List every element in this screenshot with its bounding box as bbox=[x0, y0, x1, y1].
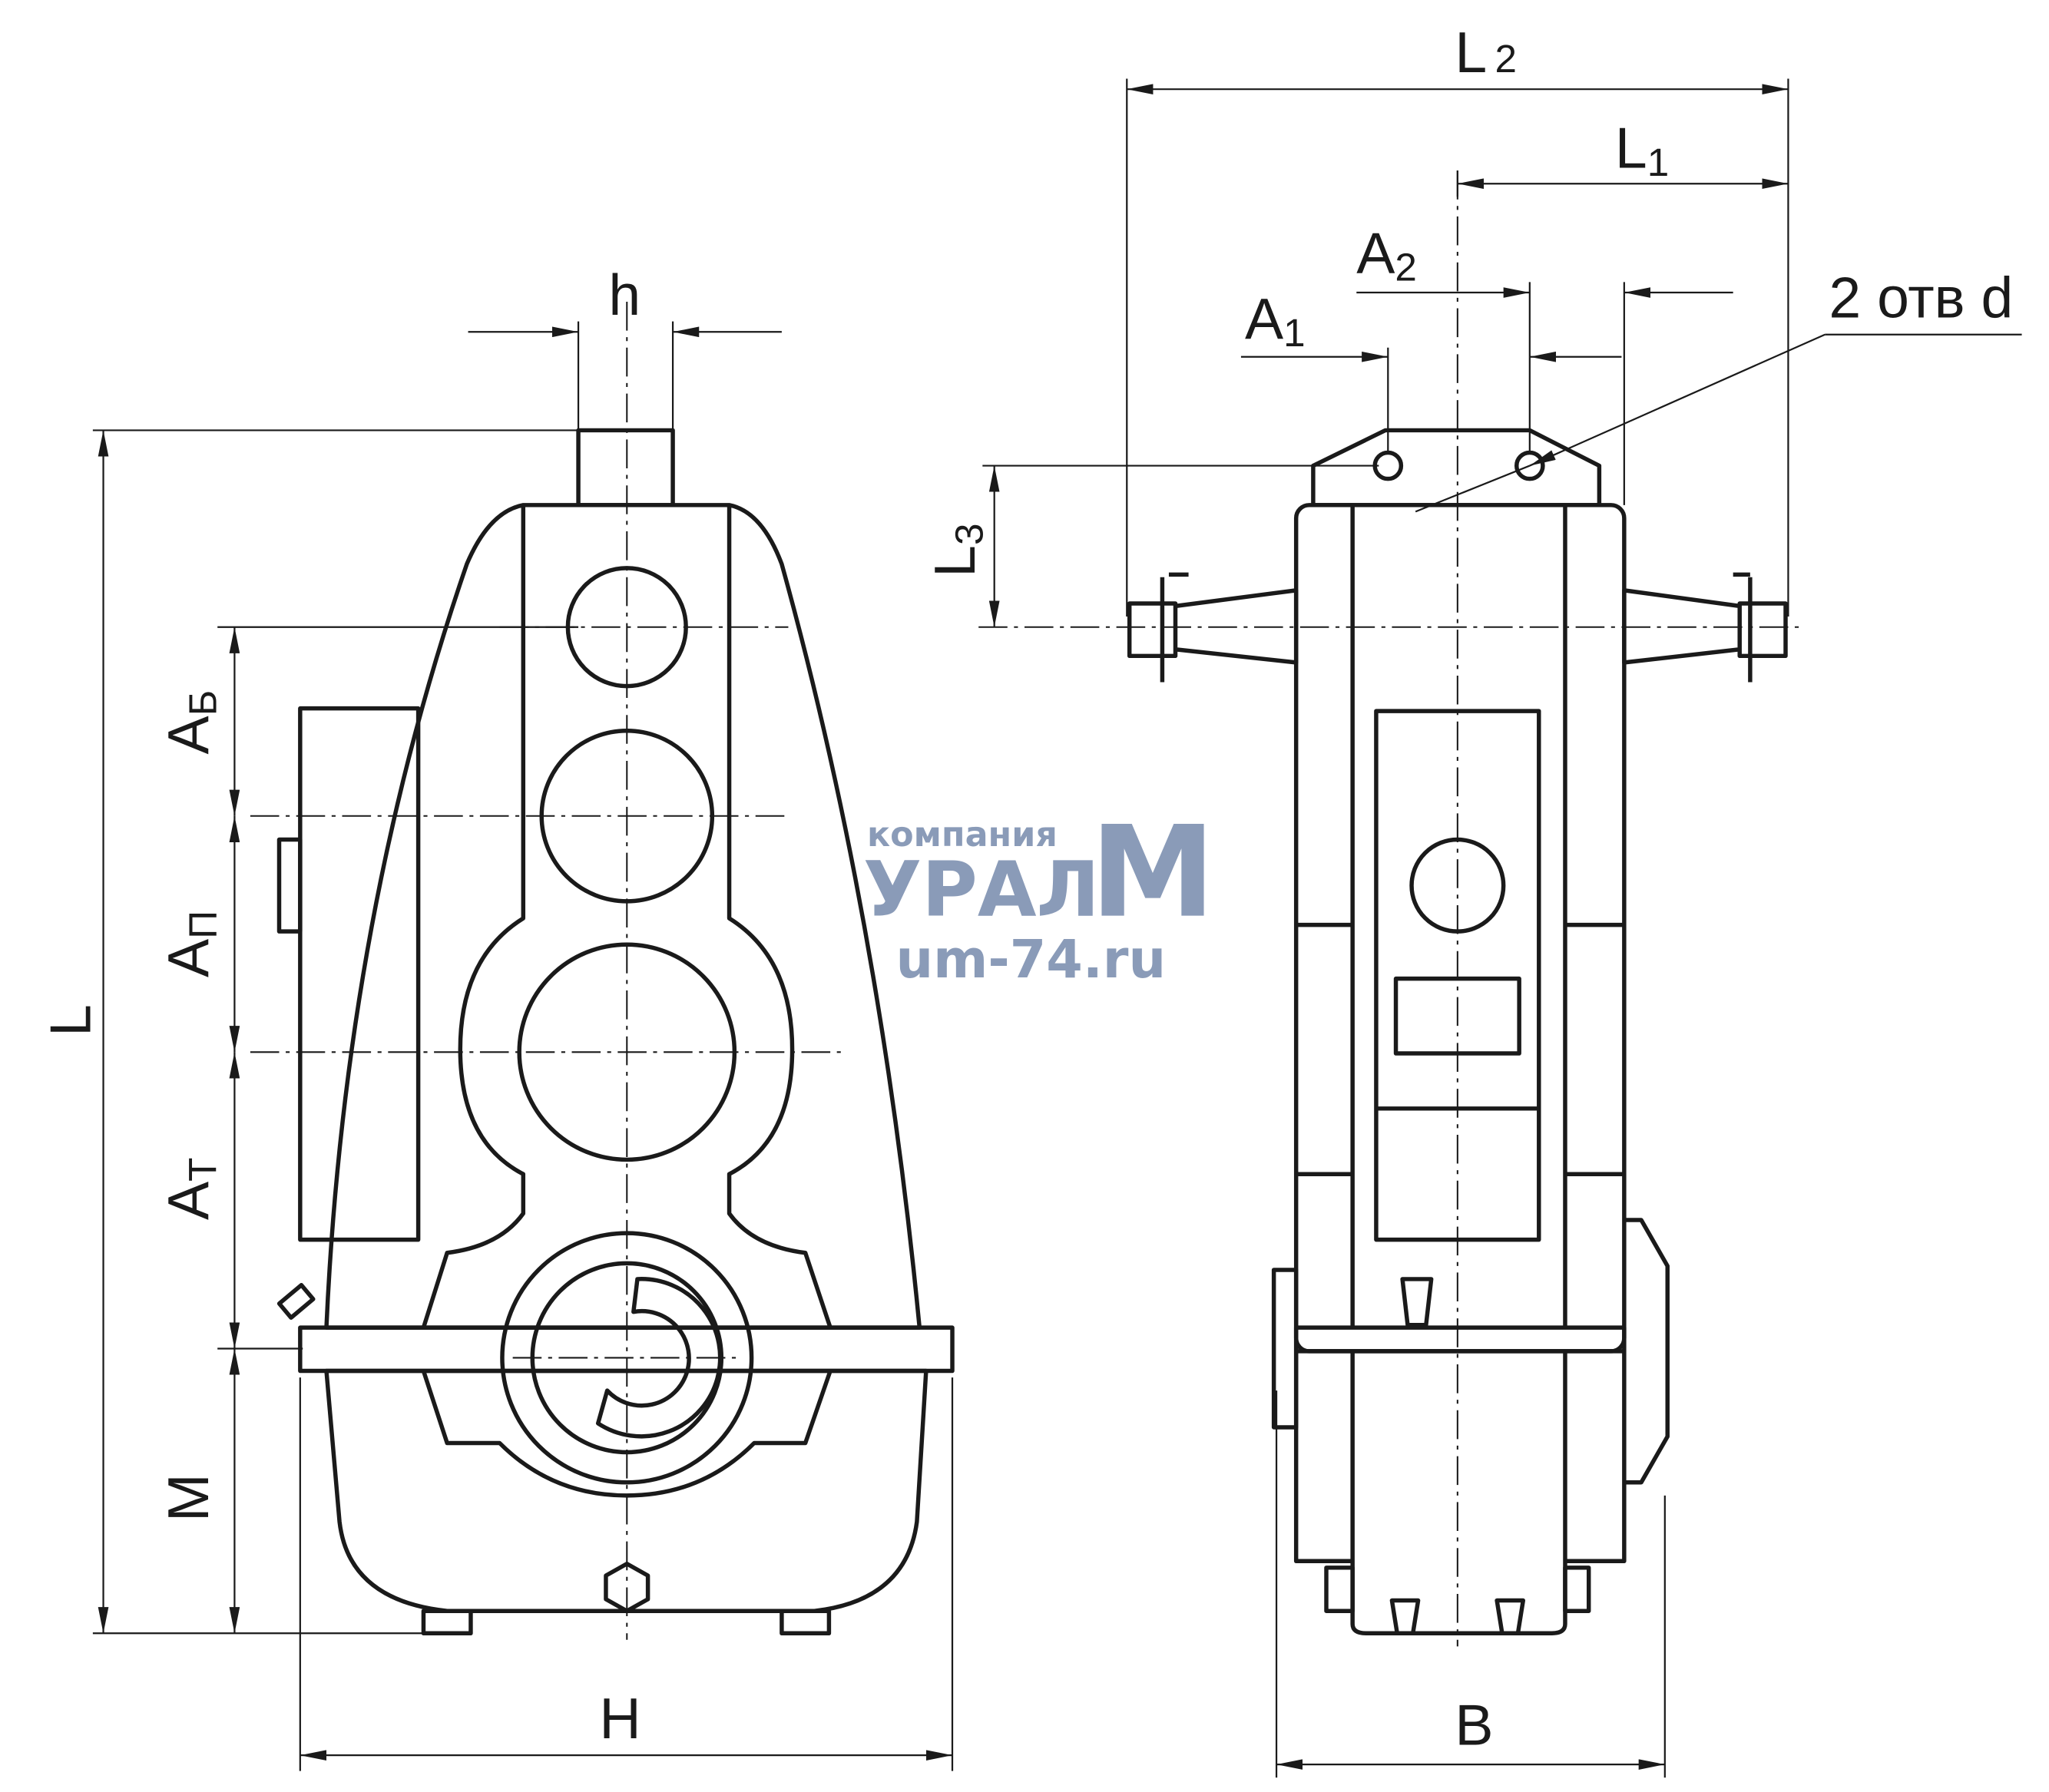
input-shaft-end-right bbox=[1622, 572, 1788, 683]
dim-A1: A1 bbox=[1245, 286, 1306, 355]
breather-icon bbox=[276, 1282, 316, 1320]
oil-gauge-icon bbox=[1400, 1277, 1434, 1327]
watermark-letter: М bbox=[1090, 799, 1215, 946]
watermark-line1: компания bbox=[867, 815, 1058, 855]
dim-H: H bbox=[599, 1686, 641, 1751]
output-cap bbox=[1624, 1218, 1670, 1485]
housing-ribs bbox=[421, 504, 833, 1329]
foot-left bbox=[421, 1609, 473, 1635]
foot-right bbox=[780, 1609, 832, 1635]
dim-A-t: AТ bbox=[156, 1158, 224, 1220]
side-flange bbox=[1293, 1325, 1627, 1354]
dim-L1: L1 bbox=[1615, 116, 1669, 184]
mounting-bracket bbox=[1311, 428, 1602, 508]
dim-A-b: AБ bbox=[156, 690, 224, 755]
watermark-url: um-74.ru bbox=[896, 930, 1167, 990]
dim-L3: L3 bbox=[922, 523, 991, 577]
front-view: h L AБ AП AТ M H bbox=[38, 263, 955, 1771]
dim-B: B bbox=[1455, 1692, 1493, 1757]
foot-bolts bbox=[1324, 1566, 1591, 1635]
dim-A2: A2 bbox=[1356, 220, 1417, 289]
dim-A-p: AП bbox=[156, 911, 224, 977]
watermark-logo: компания УРАЛ М um-74.ru bbox=[863, 799, 1216, 990]
output-bore-keyway bbox=[595, 1277, 723, 1439]
side-cover bbox=[298, 706, 421, 1242]
housing-outline bbox=[324, 503, 922, 1330]
dim-M: M bbox=[156, 1473, 220, 1522]
side-plate-left bbox=[1271, 1268, 1299, 1430]
side-housing bbox=[1293, 503, 1627, 1354]
holes-note: 2 отв d bbox=[1829, 265, 2013, 329]
side-lower bbox=[1293, 1351, 1627, 1635]
input-shaft bbox=[576, 428, 675, 508]
watermark-line2: УРАЛ bbox=[863, 846, 1100, 934]
dim-L: L bbox=[38, 1004, 102, 1037]
input-shaft-end-left bbox=[1127, 572, 1299, 683]
dim-h: h bbox=[608, 263, 641, 327]
cover-boss bbox=[276, 837, 303, 934]
